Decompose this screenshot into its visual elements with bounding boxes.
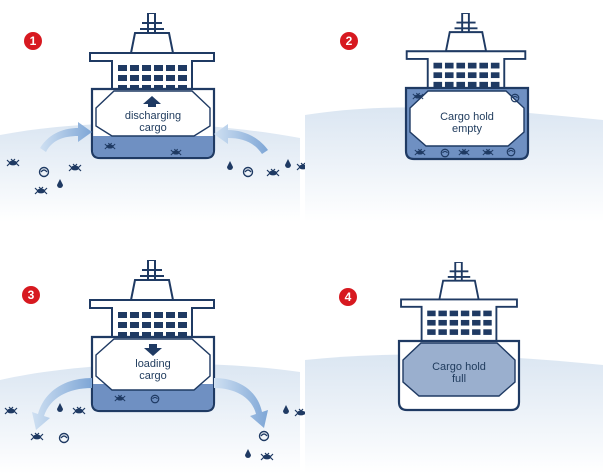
- intake-arrow-icon: [40, 122, 92, 152]
- panel-1-badge: [24, 32, 42, 50]
- panel-2: Cargo hold empty 2: [305, 13, 603, 222]
- hull: [404, 86, 530, 161]
- panel-4-badge: [339, 288, 357, 306]
- panel-3-label-line-1: loading: [135, 358, 170, 370]
- panel-2-label-line-2: empty: [452, 123, 482, 135]
- panel-1-label-line-1: discharging: [125, 110, 181, 122]
- hull: [90, 335, 216, 413]
- panel-1-label-line-2: cargo: [139, 122, 167, 134]
- panel-4: Cargo hold full 4: [305, 262, 603, 474]
- panel-4-label-line-2: full: [452, 373, 466, 385]
- discharge-arrow-icon: [214, 378, 268, 428]
- panel-3: loading cargo 3: [0, 260, 308, 474]
- cargo-up-arrow-icon: [143, 96, 161, 107]
- cargo-down-arrow-icon: [144, 344, 162, 356]
- panel-1: discharging cargo 1: [0, 13, 310, 222]
- panel-3-number: 3: [28, 288, 35, 302]
- panel-3-label-line-2: cargo: [139, 370, 167, 382]
- discharge-arrow-icon: [32, 378, 92, 430]
- panel-1-number: 1: [30, 34, 37, 48]
- sea: [305, 354, 603, 474]
- sea: [0, 363, 300, 474]
- hull: [90, 87, 216, 160]
- intake-arrow-icon: [214, 124, 268, 154]
- panel-2-label-line-1: Cargo hold: [440, 111, 494, 123]
- hull: [397, 339, 521, 412]
- panel-4-number: 4: [345, 290, 352, 304]
- panel-4-label-line-1: Cargo hold: [432, 361, 486, 373]
- sea: [0, 123, 300, 222]
- panel-3-badge: [22, 286, 40, 304]
- panel-2-badge: [340, 32, 358, 50]
- panel-2-number: 2: [346, 34, 353, 48]
